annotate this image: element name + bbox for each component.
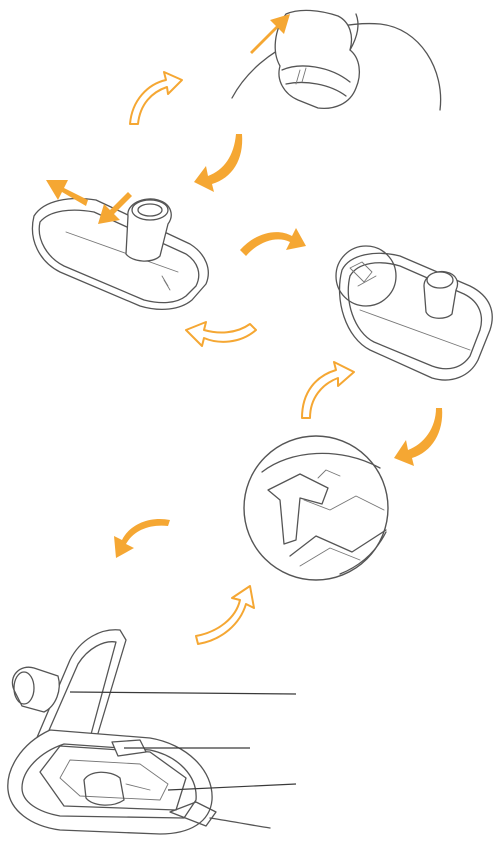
step-open-device bbox=[7, 629, 271, 835]
outlined-curved-arrow-icon bbox=[129, 71, 183, 125]
step-latch-detail bbox=[243, 435, 389, 581]
solid-curved-arrow-down-icon bbox=[394, 408, 443, 466]
outlined-curved-arrow-bottom-icon bbox=[195, 585, 255, 645]
tray-callout bbox=[167, 783, 297, 791]
step-open-latch bbox=[335, 245, 493, 381]
slide-arrow-left-icon bbox=[46, 180, 88, 206]
outlined-curved-arrow-up-icon bbox=[301, 361, 355, 419]
mouthpiece-callout bbox=[69, 691, 297, 695]
step-slide-top-cover bbox=[31, 180, 209, 311]
outlined-curved-arrow-left-icon bbox=[185, 321, 257, 347]
solid-curved-arrow-left-icon bbox=[114, 518, 170, 558]
lift-arrow-icon bbox=[250, 14, 290, 54]
solid-curved-arrow-icon bbox=[194, 134, 243, 192]
solid-curved-arrow-right-icon bbox=[240, 228, 306, 256]
slide-arrow-down-left-icon bbox=[98, 192, 132, 224]
step-hand-lift-cap bbox=[231, 9, 442, 111]
